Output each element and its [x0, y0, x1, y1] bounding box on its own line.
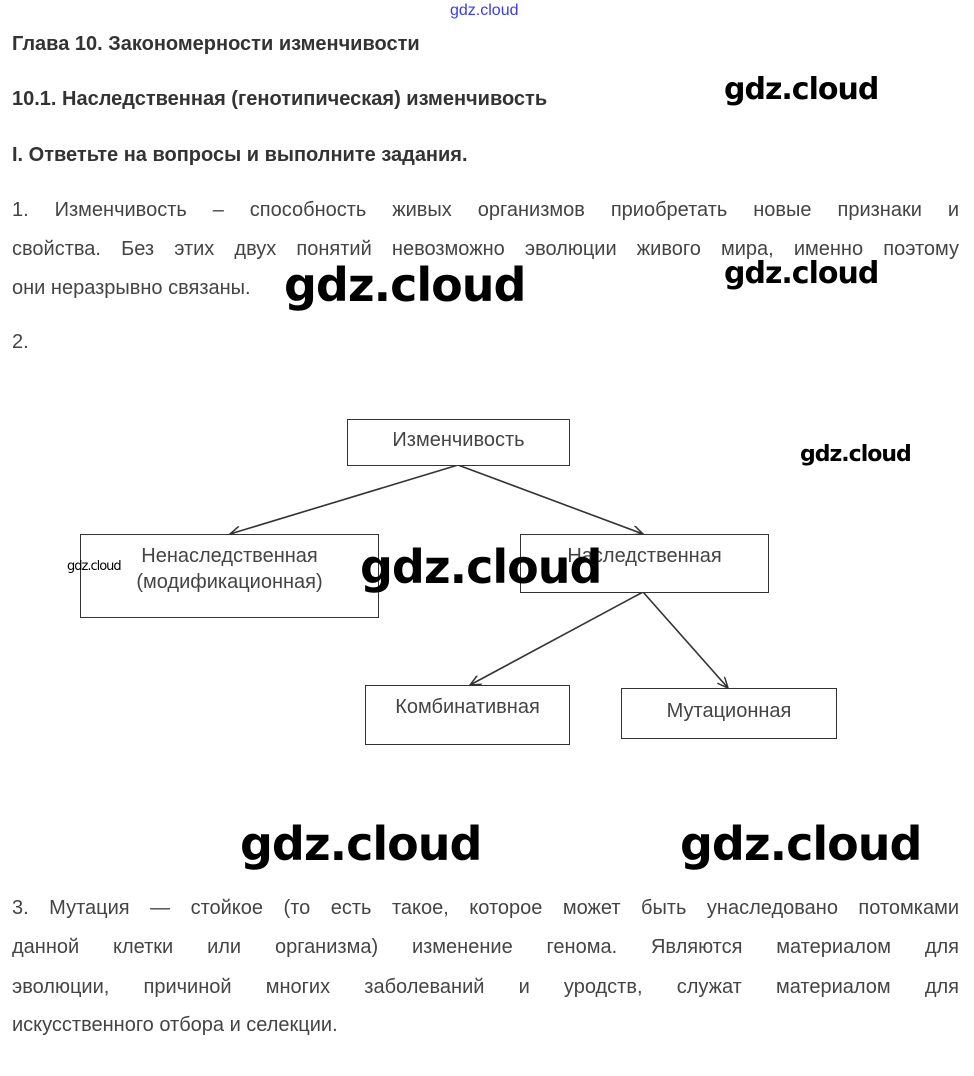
- node-label: Мутационная: [666, 700, 792, 722]
- answer3-line: данной клетки или организма) изменение г…: [12, 936, 959, 958]
- chapter-title: Глава 10. Закономерности изменчивости: [12, 33, 420, 55]
- watermark: gdz.cloud: [284, 258, 526, 312]
- node-non-hereditary: Ненаследственная (модификационная): [80, 534, 379, 618]
- answer1-line: они неразрывно связаны.: [12, 277, 251, 299]
- node-hereditary: Наследственная: [520, 534, 769, 593]
- arrow-to-non-hereditary: [230, 464, 459, 534]
- answer2-number: 2.: [12, 331, 29, 353]
- node-label: Комбинативная: [395, 696, 540, 718]
- watermark: gdz.cloud: [800, 442, 912, 467]
- watermark: gdz.cloud: [724, 256, 879, 291]
- answer3-line: эволюции, причиной многих заболеваний и …: [12, 976, 959, 998]
- watermark: gdz.cloud: [724, 72, 879, 107]
- arrow-to-combinative: [470, 591, 644, 685]
- task-heading: I. Ответьте на вопросы и выполните задан…: [12, 144, 468, 166]
- answer1-line: 1. Изменчивость – способность живых орга…: [12, 199, 959, 221]
- watermark: gdz.cloud: [680, 817, 922, 871]
- node-variability: Изменчивость: [347, 419, 570, 466]
- node-label: Ненаследственная: [141, 545, 318, 567]
- answer3-line: 3. Мутация — стойкое (то есть такое, кот…: [12, 897, 959, 919]
- header-watermark: gdz.cloud: [450, 2, 519, 19]
- section-title: 10.1. Наследственная (генотипическая) из…: [12, 88, 548, 110]
- answer3-line: искусственного отбора и селекции.: [12, 1014, 338, 1036]
- arrow-to-hereditary: [457, 464, 643, 534]
- answer1-line: свойства. Без этих двух понятий невозмож…: [12, 238, 959, 260]
- node-mutational: Мутационная: [621, 688, 837, 739]
- watermark: gdz.cloud: [67, 559, 122, 574]
- watermark: gdz.cloud: [240, 817, 482, 871]
- node-label: (модификационная): [136, 571, 323, 593]
- watermark: gdz.cloud: [360, 540, 602, 594]
- arrow-to-mutational: [642, 591, 728, 688]
- node-label: Изменчивость: [392, 429, 525, 451]
- node-label: Наследственная: [567, 545, 722, 567]
- node-combinative: Комбинативная: [365, 685, 570, 745]
